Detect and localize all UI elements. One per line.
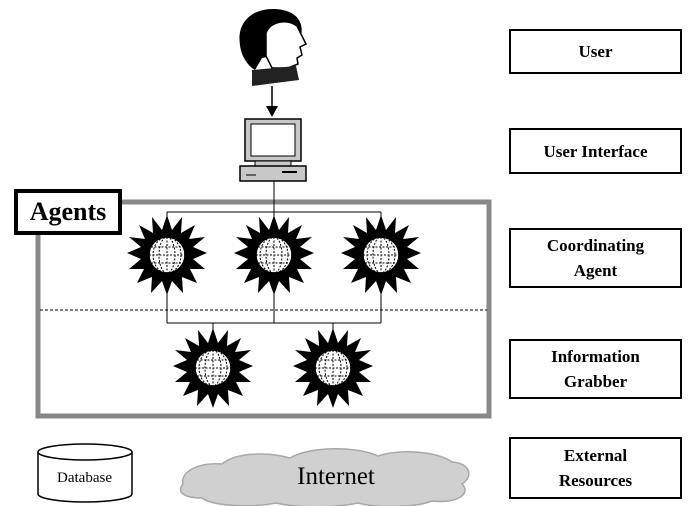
layer-label-line: External — [563, 446, 628, 465]
layer-label-line: Resources — [558, 471, 633, 490]
internet-label: Internet — [297, 463, 375, 490]
computer-icon — [239, 118, 307, 182]
layer-label-line: Grabber — [563, 372, 628, 391]
layer-label-text: User Interface — [543, 141, 648, 161]
database-icon — [37, 443, 133, 503]
layer-label-line: Information — [551, 347, 640, 366]
coordinating-agent-globe-icon — [233, 214, 315, 296]
agents-frame — [35, 199, 492, 419]
layer-label-line: Agent — [573, 261, 618, 280]
coordinating-agent-globe-icon — [340, 214, 422, 296]
database-label: Database — [57, 470, 112, 486]
layer-label-line: Coordinating — [546, 236, 645, 255]
layer-label-information-grabber: Information Grabber — [509, 339, 682, 399]
layer-label-user-interface: User Interface — [509, 128, 682, 174]
agents-title: Agents — [14, 189, 122, 235]
coordinating-agent-globe-icon — [126, 214, 208, 296]
cloud-icon — [179, 448, 470, 506]
layer-label-coordinating-agent: Coordinating Agent — [509, 228, 682, 288]
layer-label-external-resources: External Resources — [509, 437, 682, 499]
layer-label-user: User — [509, 29, 682, 74]
layer-label-text: User — [578, 42, 613, 61]
information-grabber-globe-icon — [172, 327, 254, 409]
information-grabber-globe-icon — [292, 327, 374, 409]
user-head-icon — [239, 8, 308, 117]
